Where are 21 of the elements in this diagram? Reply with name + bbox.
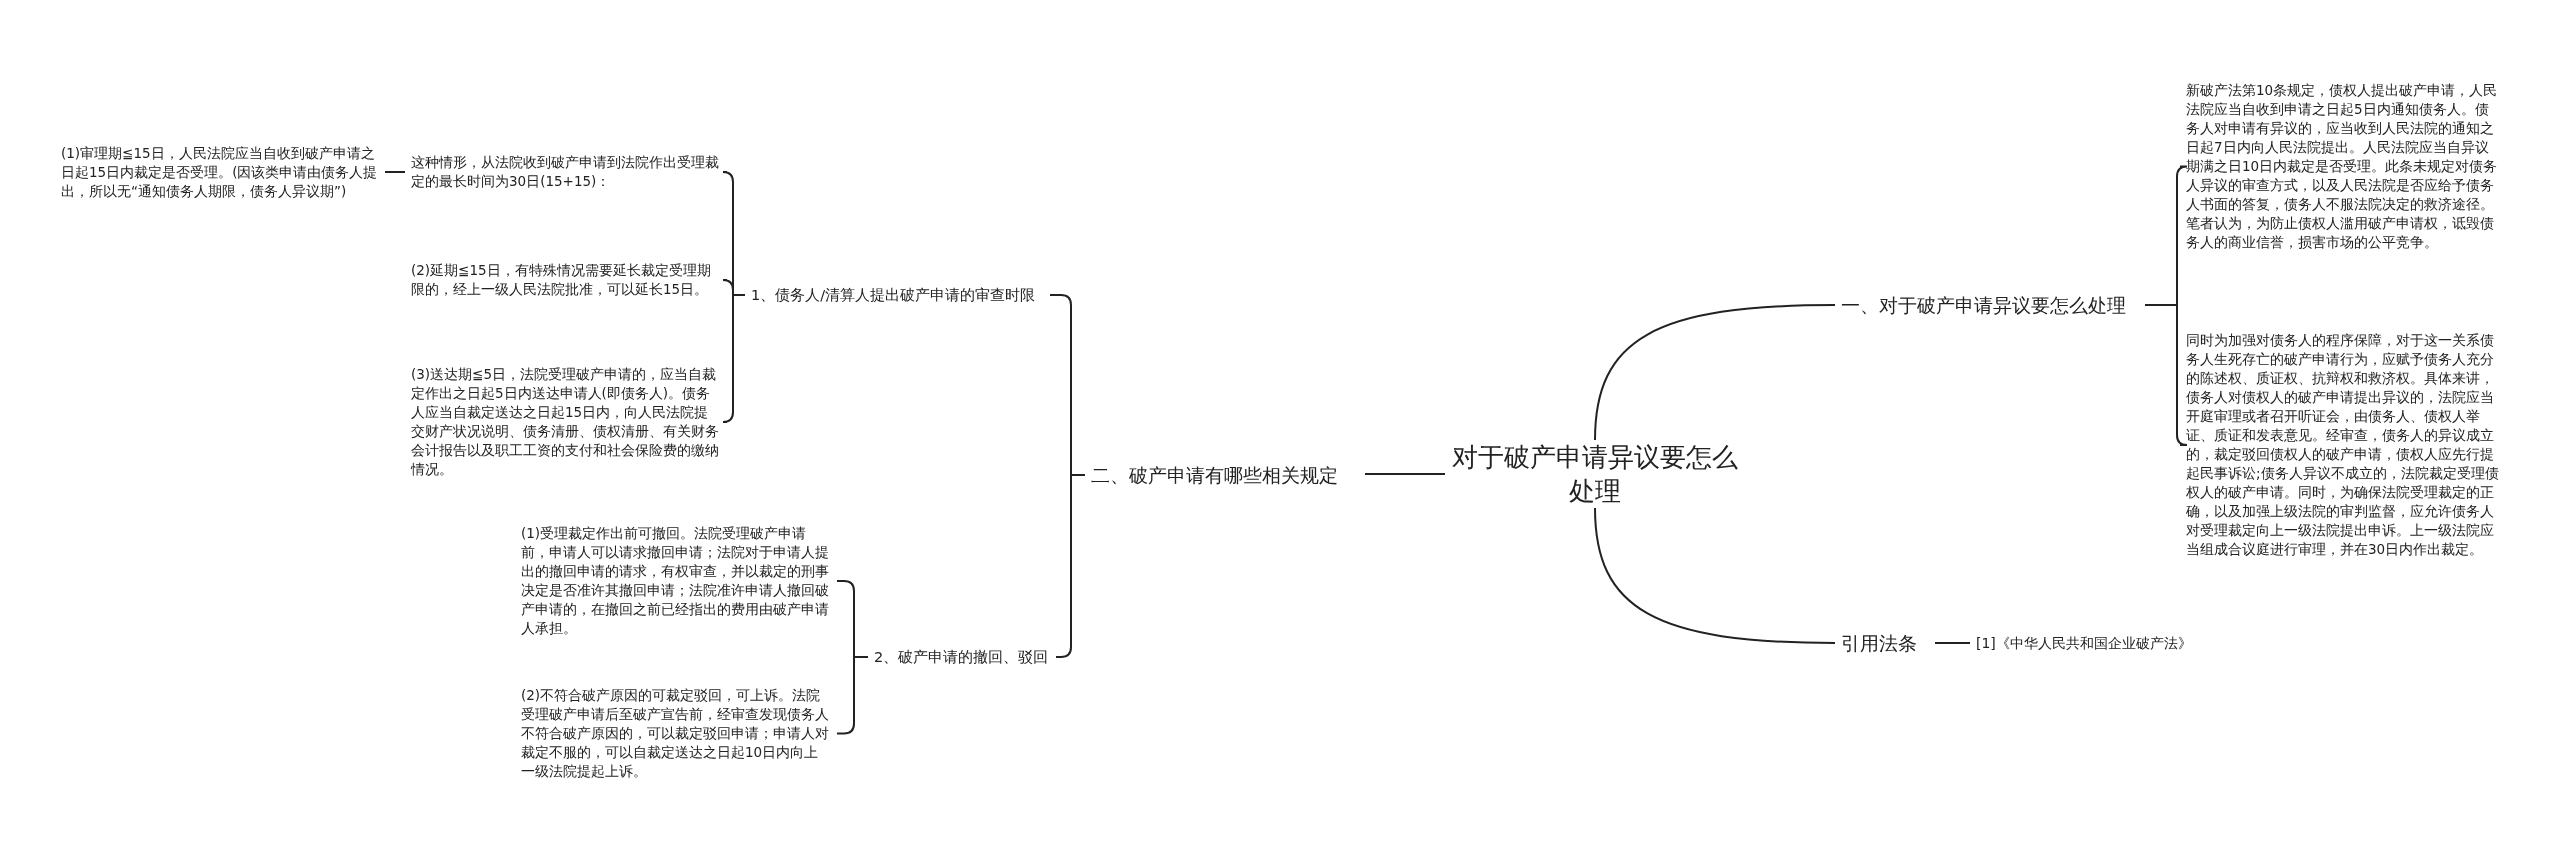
topic-text: 二、破产申请有哪些相关规定 [1085, 462, 1365, 488]
subtopic-text: 2、破产申请的撤回、驳回 [868, 647, 1056, 667]
paragraph-text: (3)送达期≦5日，法院受理破产申请的，应当自裁定作出之日起5日内送达申请人(即债务人)。债务人应当自裁定送达之日起15日内，向人民法院提交财产状况说明、债务清册、债权清册、有关财务会计报告以及职工工资的支付和社会保险费的缴纳情况。 [405, 365, 727, 479]
paragraph-text: 新破产法第10条规定，债权人提出破产申请，人民法院应当自收到申请之日起5日内通知债务人。债务人对申请有异议的，应当收到人民法院的通知之日起7日内向人民法院提出。人民法院应当自异议期满之日10日内裁定是否受理。此条未规定对债务人异议的审查方式，以及人民法院是否应给予债务人书面的答复，债务人不服法院决定的救济途径。笔者认为，为防止债权人滥用破产申请权，诋毁债务人的商业信誉，损害市场的公平竞争。 [2180, 80, 2506, 252]
connector-line [1364, 473, 1446, 475]
subtopic-text: 1、债务人/清算人提出破产申请的审查时限 [745, 285, 1050, 305]
paragraph-text: (1)受理裁定作出前可撤回。法院受理破产申请前，申请人可以请求撤回申请；法院对于申请人提出的撤回申请的请求，有权审查，并以裁定的刑事决定是否准许其撤回申请；法院准许申请人撤回破产申请的，在撤回之前已经指出的费用由破产申请人承担。 [515, 524, 837, 638]
paragraph-text: (2)延期≦15日，有特殊情况需要延长裁定受理期限的，经上一级人民法院批准，可以延长15日。 [405, 261, 727, 299]
connector-line [1594, 304, 1836, 441]
connector-line [1934, 642, 1971, 644]
connector-line [384, 171, 406, 173]
connector-line [1594, 507, 1836, 644]
reference-text: [1]《中华人民共和国企业破产法》 [1970, 633, 2240, 653]
paragraph-text: 同时为加强对债务人的程序保障，对于这一关系债务人生死存亡的破产申请行为，应赋予债务人充分的陈述权、质证权、抗辩权和救济权。具体来讲，债务人对债权人的破产申请提出异议的，法院应当开庭审理或者召开听证会，由债务人、债权人举证、质证和发表意见。经审查，债务人的异议成立的，裁定驳回债权人的破产申请，债权人应先行提起民事诉讼;债务人异议不成立的，法院裁定受理债权人的破产申请。同时，为确保法院受理裁定的正确，以及加强上级法院的审判监督，应允许债务人对受理裁定向上一级法院提出申诉。上一级法院应当组成合议庭进行审理，并在30日内作出裁定。 [2180, 331, 2506, 559]
paragraph-text: (2)不符合破产原因的可裁定驳回，可上诉。法院受理破产申请后至破产宣告前，经审查发现债务人不符合破产原因的，可以裁定驳回申请；申请人对裁定不服的，可以自裁定送达之日起10日内向上一级法院提起上诉。 [515, 685, 837, 781]
central-topic: 对于破产申请异议要怎么处理 [1445, 440, 1745, 508]
connector-line [722, 294, 746, 423]
paragraph-text: 这种情形，从法院收到破产申请到法院作出受理裁定的最长时间为30日(15+15)： [405, 153, 727, 191]
topic-text: 一、对于破产申请异议要怎么处理 [1835, 292, 2145, 318]
paragraph-text: (1)审理期≦15日，人民法院应当自收到破产申请之日起15日内裁定是否受理。(因该类申请由债务人提出，所以无“通知债务人期限，债务人异议期”) [55, 143, 385, 201]
topic-text: 引用法条 [1835, 630, 1935, 656]
